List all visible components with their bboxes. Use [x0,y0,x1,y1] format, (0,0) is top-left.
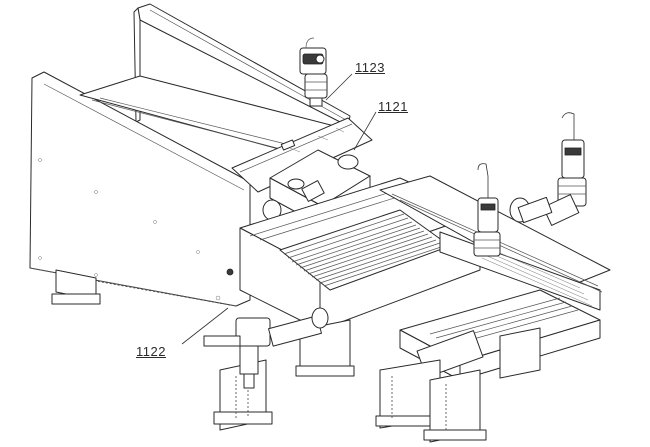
leader-lines [181,73,377,345]
vertical-cylinder-right [542,112,587,226]
callout-label-1123: 1123 [355,60,385,75]
horizontal-cylinder-right [509,196,553,224]
actuator-1122 [203,268,329,389]
cylinder-1123 [299,37,328,107]
support-legs [51,269,541,443]
feed-tray [79,75,373,193]
vertical-cylinder-center [473,163,501,257]
callout-label-1121: 1121 [378,99,408,114]
left-side-plate [29,71,251,307]
callout-label-1122: 1122 [136,344,166,359]
